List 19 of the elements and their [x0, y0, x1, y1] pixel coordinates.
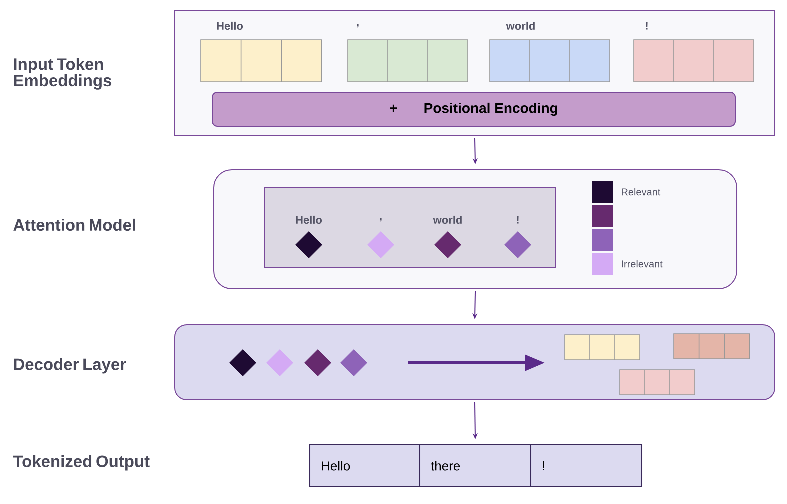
- token-word: world: [506, 22, 535, 30]
- output-cell: Hello: [310, 444, 420, 488]
- token-word: Hello: [296, 216, 322, 224]
- stage-label: Tokenized Output: [13, 455, 150, 471]
- token-word: !: [646, 22, 648, 30]
- stage-label: Input Token Embeddings: [14, 58, 112, 90]
- output-cell: !: [530, 444, 642, 488]
- token-word: world: [433, 216, 462, 224]
- positional-encoding-bar: + Positional Encoding: [212, 92, 736, 127]
- stage-label: Decoder Layer: [14, 358, 126, 374]
- token-word: ,: [357, 24, 359, 28]
- token-word: ,: [380, 218, 382, 222]
- legend-text: Irrelevant: [622, 260, 663, 268]
- stage-label: Attention Model: [14, 218, 136, 232]
- token-word: Hello: [217, 22, 244, 30]
- legend-text: Relevant: [622, 188, 661, 196]
- output-cell: there: [420, 444, 532, 488]
- attention-box: [264, 187, 556, 268]
- token-word: !: [517, 216, 519, 224]
